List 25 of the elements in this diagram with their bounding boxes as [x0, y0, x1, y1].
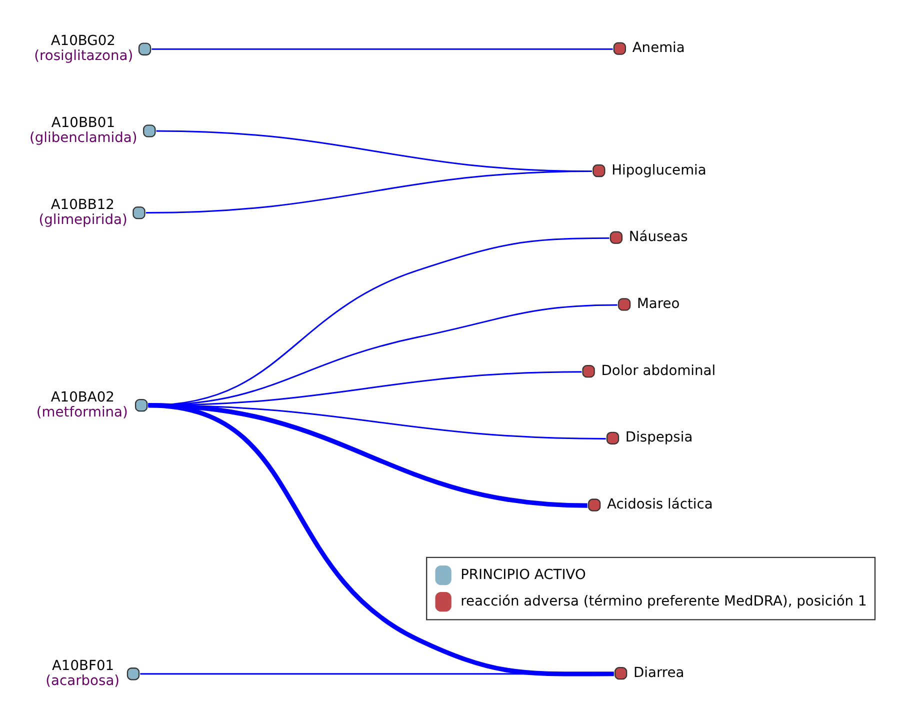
node-label: (acarbosa)	[46, 672, 120, 688]
node-label: (glimepirida)	[38, 211, 128, 228]
node-label: Dispepsia	[625, 429, 693, 446]
node-label: Mareo	[636, 296, 680, 312]
node-label: Acidosis láctica	[606, 496, 713, 512]
connector	[148, 402, 614, 676]
node-label: A10BB01	[51, 114, 116, 131]
node-label: Hipoglucemia	[612, 162, 706, 178]
legend-label: reacción adversa (término preferente MedDRA), posición 1	[460, 592, 867, 609]
legend-label: PRINCIPIO ACTIVO	[460, 566, 586, 582]
node-label: Anemia	[632, 40, 685, 56]
node-label: (rosiglitazona)	[34, 48, 134, 64]
node-label: Dolor abdominal	[601, 362, 716, 378]
connector	[148, 402, 588, 508]
node-label: A10BA02	[50, 388, 114, 405]
node-label: (metformina)	[36, 404, 128, 420]
node-label: (glibenclamida)	[30, 130, 138, 146]
node-label: Diarrea	[634, 664, 684, 680]
connector	[152, 48, 613, 50]
node-label: A10BB12	[50, 196, 114, 212]
node-label: A10BG02	[50, 32, 116, 49]
connector	[140, 672, 614, 674]
connector	[146, 170, 592, 214]
node-label: A10BF01	[52, 657, 114, 674]
node-label: Náuseas	[628, 228, 688, 245]
